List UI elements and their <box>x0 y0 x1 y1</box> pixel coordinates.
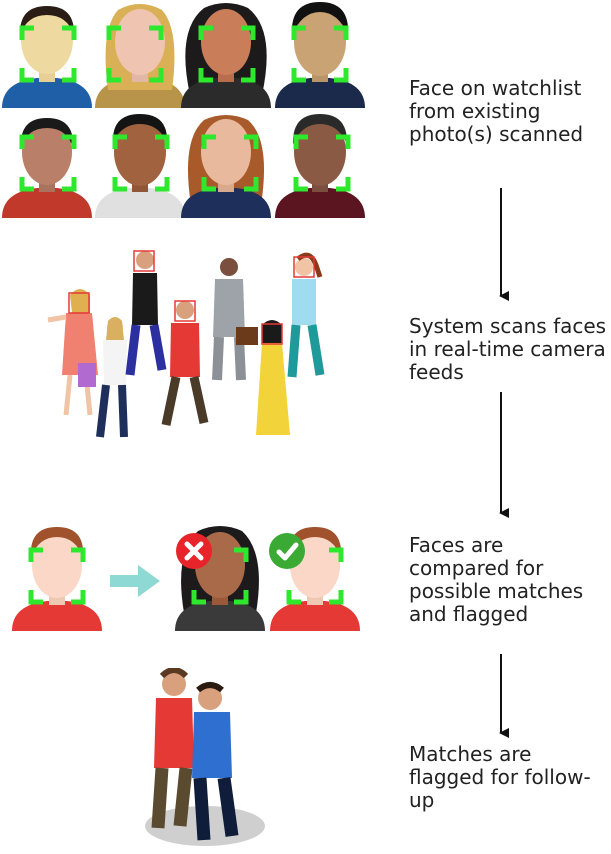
watchlist-portrait-grid <box>2 2 365 218</box>
suspect-red-shirt <box>151 668 194 829</box>
portrait-2 <box>95 4 185 108</box>
step-3-label: Faces are compared for possible matches … <box>409 533 584 626</box>
person-grey-suit <box>212 258 258 381</box>
step-2-label: System scans faces in real-time camera f… <box>409 314 607 384</box>
probe-face <box>12 527 102 631</box>
person-yellow-dress <box>256 320 290 435</box>
arrest-illustration <box>145 668 265 846</box>
person-pink-dress <box>47 289 98 416</box>
compare-arrow-icon <box>110 565 160 597</box>
step-4-label: Matches are flagged for follow-up <box>409 742 591 812</box>
person-teal-pants <box>287 252 325 378</box>
check-icon <box>269 533 305 569</box>
person-white-top <box>96 317 128 438</box>
face-comparison-illustration <box>12 526 360 631</box>
portrait-6 <box>95 114 185 218</box>
portrait-5 <box>2 118 92 218</box>
portrait-1 <box>2 6 92 108</box>
crowd-scan-illustration <box>47 250 325 438</box>
person-red-shirt <box>161 300 209 426</box>
person-black-shirt <box>125 250 167 376</box>
portrait-4 <box>275 2 365 108</box>
police-officer <box>192 682 239 841</box>
step-1-label: Face on watchlist from existing photo(s)… <box>409 76 584 146</box>
cross-icon <box>176 533 212 569</box>
candidate-face-match <box>270 527 360 631</box>
